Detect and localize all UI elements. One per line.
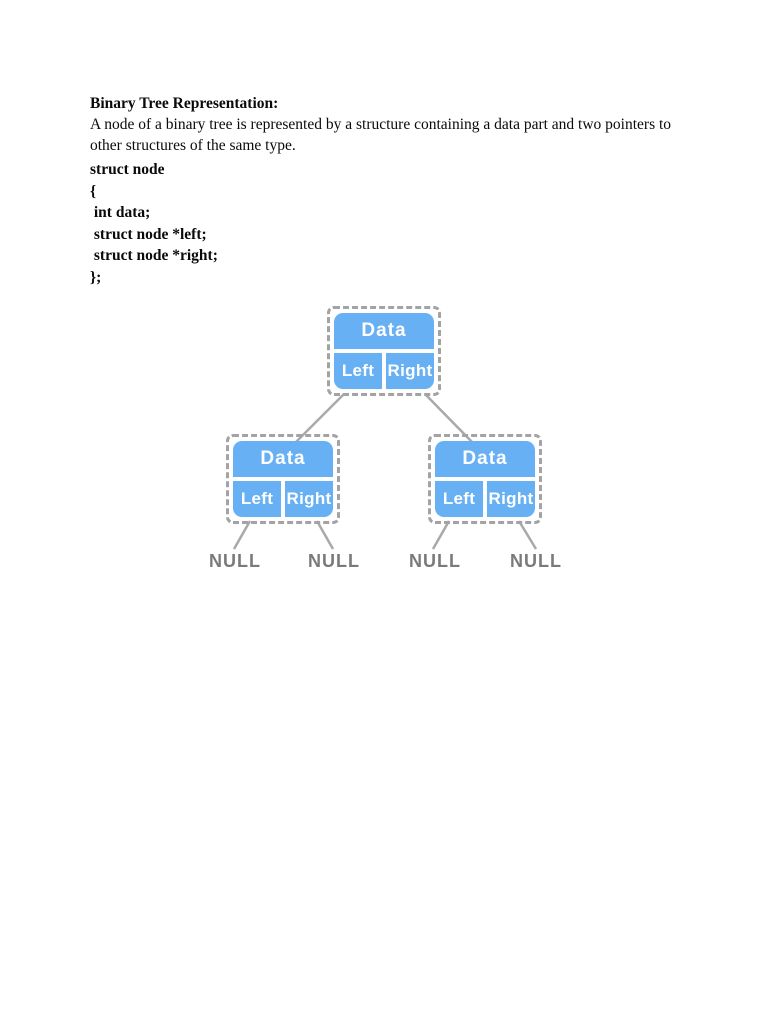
section-heading: Binary Tree Representation: — [90, 95, 279, 112]
null-label-2: NULL — [308, 551, 360, 571]
null-label-1: NULL — [209, 551, 261, 571]
node-left-pointer-cell: Left — [233, 481, 281, 517]
paragraph-line-1: A node of a binary tree is represented b… — [90, 116, 672, 133]
code-block: struct node { int data; struct node *lef… — [90, 159, 690, 288]
tree-node-left-child: Data Left Right — [226, 434, 340, 524]
node-right-pointer-cell: Right — [285, 481, 333, 517]
code-line: { — [90, 182, 97, 200]
node-data-cell: Data — [334, 313, 434, 349]
null-label-4: NULL — [510, 551, 562, 571]
node-right-pointer-cell: Right — [386, 353, 434, 389]
paragraph-line-2: other structures of the same type. — [90, 137, 296, 154]
node-right-pointer-cell: Right — [487, 481, 535, 517]
code-line: int data; — [90, 204, 151, 221]
node-left-pointer-cell: Left — [334, 353, 382, 389]
node-pointer-row: Left Right — [435, 481, 535, 517]
node-box: Data Left Right — [334, 313, 434, 389]
edge-left-child-to-null-2 — [315, 520, 335, 550]
edge-right-child-to-null-3 — [431, 520, 451, 550]
code-line: }; — [90, 268, 102, 286]
node-box: Data Left Right — [435, 441, 535, 517]
node-left-pointer-cell: Left — [435, 481, 483, 517]
code-line: struct node *left; — [90, 225, 207, 243]
code-line: struct node — [90, 161, 165, 178]
node-pointer-row: Left Right — [233, 481, 333, 517]
tree-node-root: Data Left Right — [327, 306, 441, 396]
text-block: Binary Tree Representation: A node of a … — [90, 93, 690, 288]
node-pointer-row: Left Right — [334, 353, 434, 389]
tree-node-right-child: Data Left Right — [428, 434, 542, 524]
null-label-3: NULL — [409, 551, 461, 571]
node-box: Data Left Right — [233, 441, 333, 517]
node-data-cell: Data — [233, 441, 333, 477]
code-line: struct node *right; — [90, 247, 218, 264]
node-data-cell: Data — [435, 441, 535, 477]
edge-left-child-to-null-1 — [232, 520, 252, 550]
edge-right-child-to-null-4 — [517, 520, 538, 550]
